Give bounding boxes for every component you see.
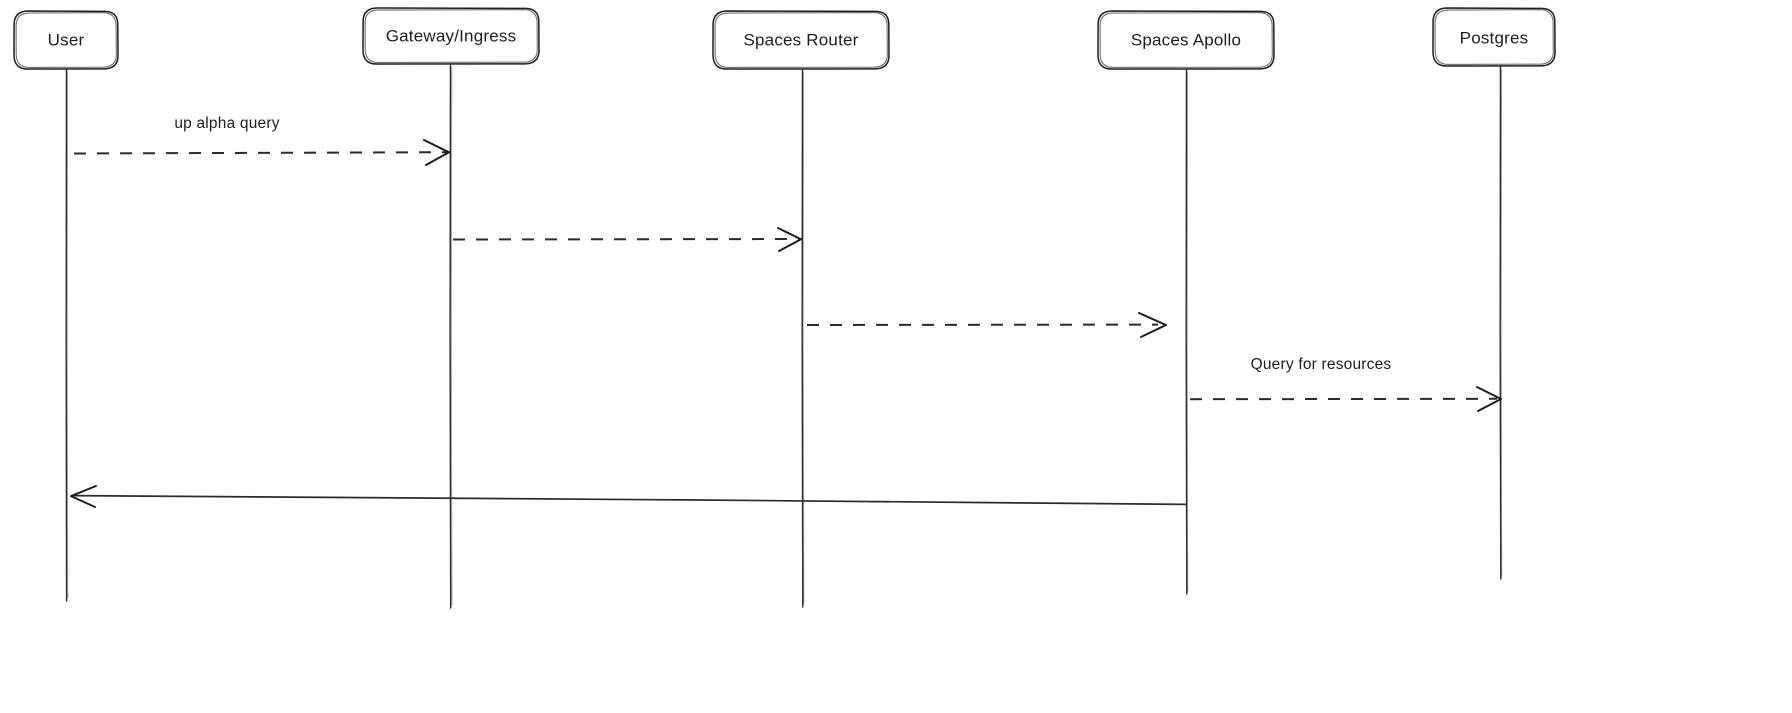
lifeline-postgres: [1499, 65, 1503, 580]
participant-label-postgres: Postgres: [1460, 28, 1529, 47]
participant-boxes-layer: User Gateway/Ingress Spaces Router Space…: [13, 7, 1556, 70]
messages-layer: up alpha query Query for resources: [70, 115, 1502, 508]
lifeline-user: [65, 68, 69, 602]
message-arrow-router-to-apollo[interactable]: [806, 312, 1167, 338]
participant-label-gateway: Gateway/Ingress: [386, 26, 517, 45]
participant-box-apollo[interactable]: Spaces Apollo: [1097, 10, 1275, 70]
participant-label-user: User: [48, 30, 85, 49]
message-arrow-up-alpha-query[interactable]: up alpha query: [73, 115, 450, 166]
message-arrow-return-to-user[interactable]: [70, 485, 1187, 508]
participant-box-gateway[interactable]: Gateway/Ingress: [362, 7, 540, 65]
lifeline-apollo: [1185, 68, 1189, 595]
message-arrow-gateway-to-router[interactable]: [452, 227, 802, 252]
participant-label-apollo: Spaces Apollo: [1131, 30, 1241, 49]
message-label-up-alpha-query: up alpha query: [174, 115, 279, 132]
participant-box-router[interactable]: Spaces Router: [712, 10, 890, 70]
message-label-query-for-resources: Query for resources: [1251, 356, 1392, 373]
participant-box-user[interactable]: User: [13, 10, 119, 70]
participant-label-router: Spaces Router: [743, 30, 858, 49]
lifeline-gateway: [449, 63, 453, 609]
message-arrow-query-for-resources[interactable]: Query for resources: [1189, 356, 1502, 412]
participant-box-postgres[interactable]: Postgres: [1432, 7, 1556, 67]
lifeline-router: [801, 68, 805, 608]
lifelines-layer: [65, 63, 1503, 609]
